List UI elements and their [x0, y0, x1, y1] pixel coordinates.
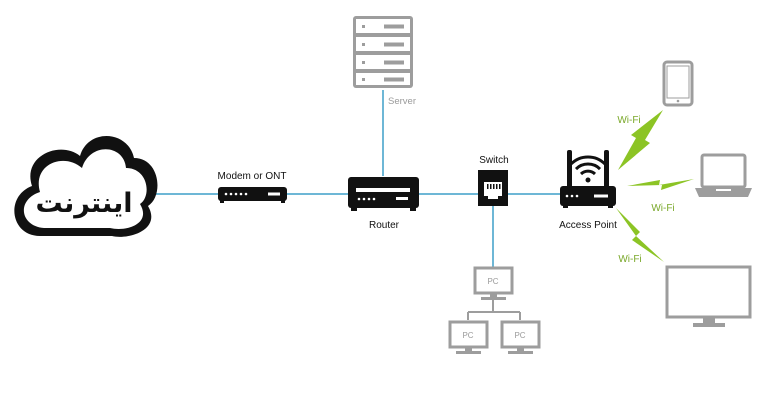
wifi-label-monitor: Wi-Fi: [618, 254, 641, 265]
access-point-icon: [560, 150, 616, 208]
modem-label: Modem or ONT: [218, 171, 287, 182]
pc-right-icon: [500, 320, 541, 354]
wifi-label-laptop: Wi-Fi: [651, 203, 674, 214]
switch-label: Switch: [479, 155, 508, 166]
tablet-icon: [662, 60, 694, 107]
pc-left-label: PC: [462, 331, 473, 340]
internet-cloud-icon: اینترنت: [14, 135, 158, 237]
wifi-bolt-icon: [618, 110, 663, 170]
internet-label: اینترنت: [36, 188, 133, 219]
laptop-icon: [695, 153, 752, 197]
pc-network: [467, 300, 521, 320]
router-label: Router: [369, 220, 400, 231]
router-icon: [348, 177, 419, 211]
access-point-label: Access Point: [559, 220, 617, 231]
monitor-icon: [665, 265, 752, 327]
pc-right-label: PC: [514, 331, 525, 340]
wifi-bolt-icon: [627, 179, 694, 190]
wifi-bolt-icon: [616, 208, 664, 262]
server-label: Server: [388, 96, 416, 107]
pc-top-icon: [473, 266, 514, 300]
wifi-label-tablet: Wi-Fi: [617, 115, 640, 126]
pc-top-label: PC: [487, 277, 498, 286]
server-icon: [353, 16, 413, 88]
switch-icon: [478, 170, 508, 206]
modem-icon: [218, 187, 287, 203]
pc-left-icon: [448, 320, 489, 354]
connections: [155, 90, 560, 270]
